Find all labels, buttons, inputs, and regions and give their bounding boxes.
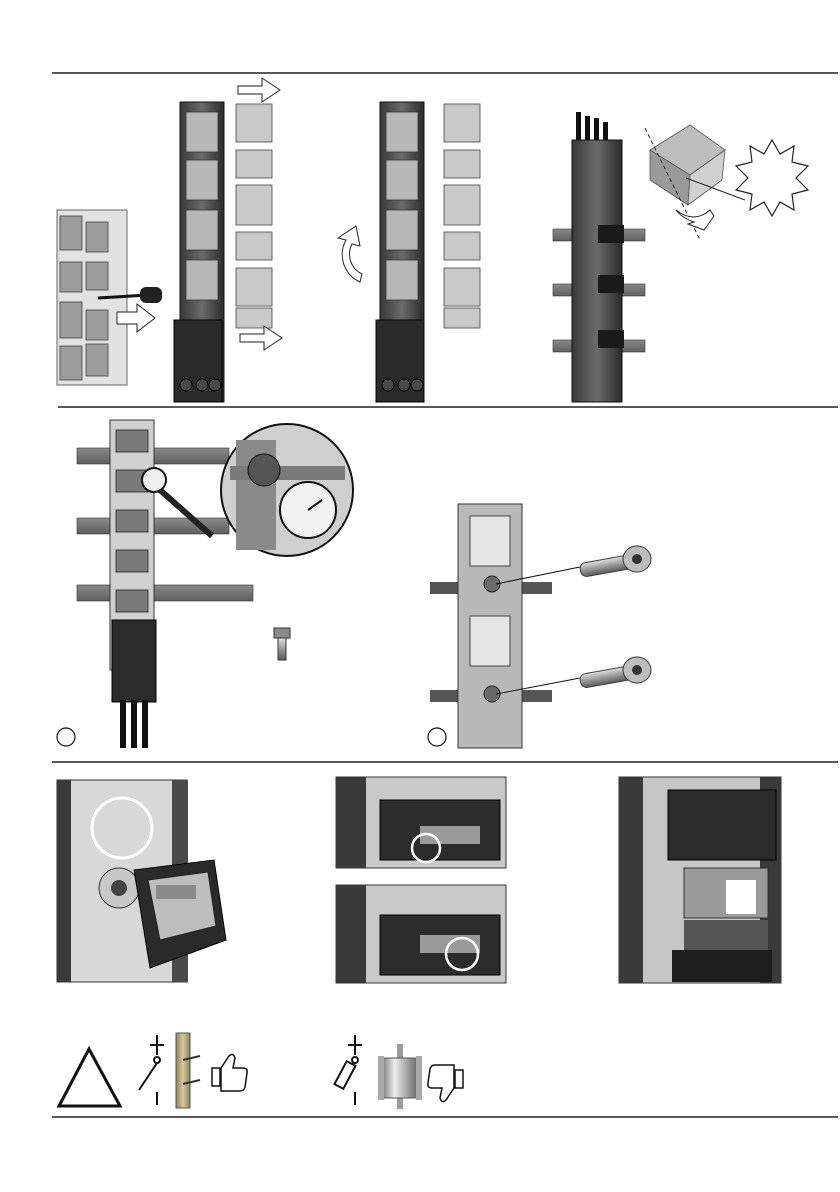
socket-screw-icon bbox=[579, 546, 651, 577]
step-fix-screws bbox=[428, 504, 651, 748]
thumbs-up-icon bbox=[212, 1054, 247, 1091]
thumbs-down-icon bbox=[428, 1065, 463, 1102]
step-insert-fuse-bottom bbox=[336, 885, 506, 983]
socket-screw-icon bbox=[579, 657, 651, 688]
rotate-arrow-icon bbox=[676, 210, 714, 230]
magnified-detail bbox=[221, 424, 353, 556]
step-insert-fuse-top bbox=[336, 777, 506, 868]
step-open-handle bbox=[57, 780, 226, 982]
step-marker-2 bbox=[428, 728, 446, 746]
fuse-cartridge-icon bbox=[378, 1044, 422, 1109]
warning-triangle-icon bbox=[59, 1049, 120, 1106]
contact-guard-piece bbox=[650, 125, 725, 205]
step-rotate bbox=[338, 102, 480, 402]
step-check-torque bbox=[57, 420, 353, 748]
switch-symbol-ok bbox=[139, 1035, 164, 1105]
starburst-icon bbox=[736, 140, 808, 216]
rotate-arrow-icon bbox=[338, 226, 362, 282]
link-bar-icon bbox=[176, 1033, 200, 1108]
step-mount-on-busbar bbox=[174, 78, 282, 402]
step-remove-covers bbox=[57, 210, 162, 385]
step-marker-1 bbox=[57, 728, 75, 746]
step-closed-state bbox=[619, 777, 781, 983]
arrow-right-icon bbox=[240, 326, 282, 350]
hex-bolt-icon bbox=[274, 628, 290, 660]
switch-symbol-not-ok bbox=[334, 1035, 362, 1105]
warning-row bbox=[59, 1033, 463, 1109]
step-fit-contact-guard bbox=[553, 112, 808, 402]
arrow-right-icon bbox=[238, 78, 280, 102]
cover-set bbox=[236, 104, 272, 328]
